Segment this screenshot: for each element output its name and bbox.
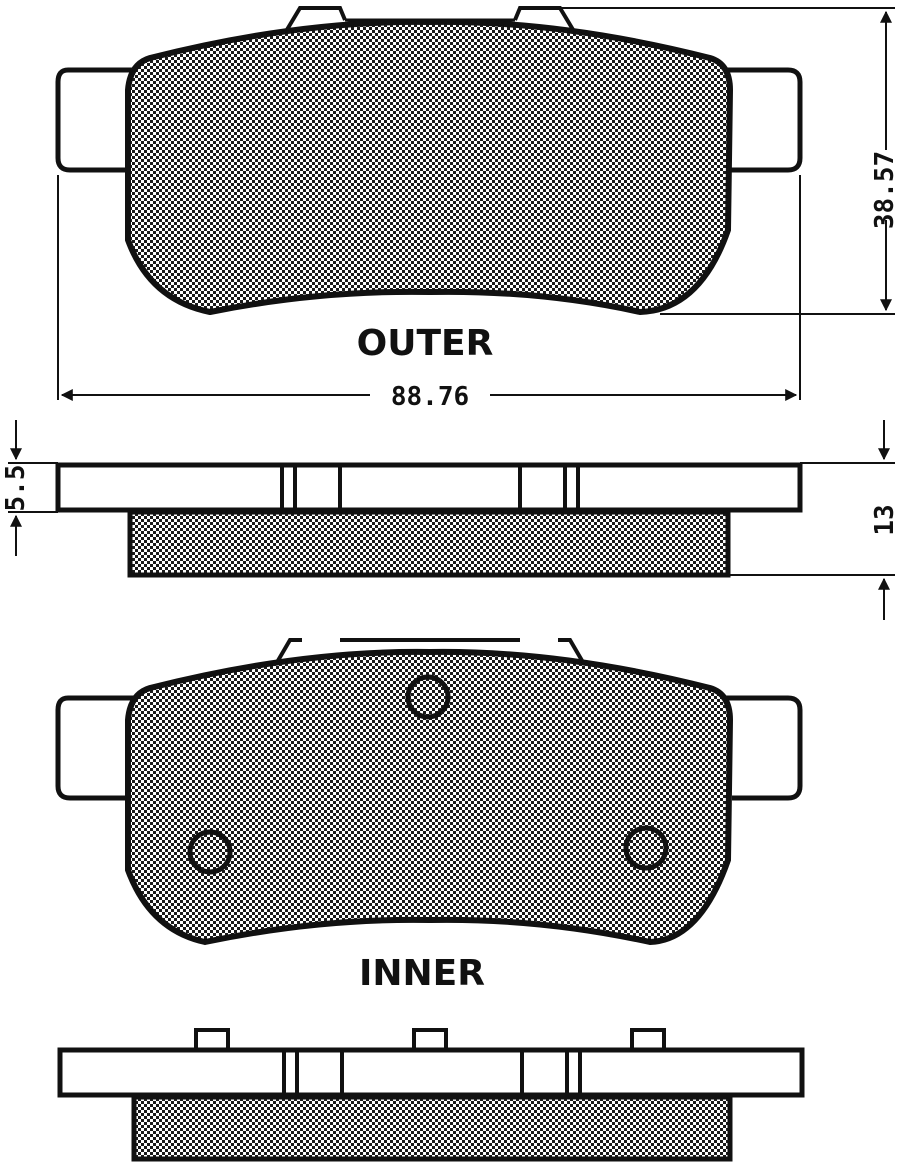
inner-label: INNER — [359, 953, 485, 994]
thickness-value: 13 — [870, 504, 900, 535]
inner-left-ear — [55, 695, 140, 801]
outer-pad-view — [55, 6, 803, 316]
side-backing-plate — [55, 462, 803, 513]
inner-side-backing-plate — [57, 1047, 805, 1098]
inner-side-friction-material — [131, 1094, 733, 1162]
height-value: 38.57 — [870, 151, 900, 229]
side-friction-material — [127, 509, 731, 578]
inner-top-clip-left — [274, 638, 302, 666]
side-view-inner — [57, 1028, 805, 1162]
inner-friction-material — [125, 648, 734, 946]
inner-right-rivet — [623, 825, 669, 871]
outer-top-clip-left — [280, 6, 347, 40]
outer-label: OUTER — [357, 323, 494, 364]
width-dimension: 88.76 — [57, 175, 801, 412]
outer-left-ear — [55, 67, 140, 173]
inner-side-tab-center — [412, 1028, 448, 1052]
inner-top-rivet — [405, 674, 451, 720]
inner-left-rivet — [187, 829, 233, 875]
outer-right-ear — [720, 67, 803, 173]
inner-top-clip-right — [558, 638, 586, 666]
outer-friction-material — [125, 18, 734, 316]
height-dimension: 38.57 — [560, 7, 900, 315]
width-value: 88.76 — [391, 382, 469, 412]
inner-pad-view — [55, 638, 803, 946]
inner-right-ear — [720, 695, 803, 801]
side-view-outer — [55, 462, 803, 578]
inner-side-tab-right — [630, 1028, 666, 1052]
backing-value: 5.5 — [1, 465, 31, 512]
inner-side-tab-left — [194, 1028, 230, 1052]
backing-dimension: 5.5 — [1, 420, 58, 556]
outer-top-clip-right — [513, 6, 580, 40]
thickness-dimension: 13 — [728, 420, 900, 620]
